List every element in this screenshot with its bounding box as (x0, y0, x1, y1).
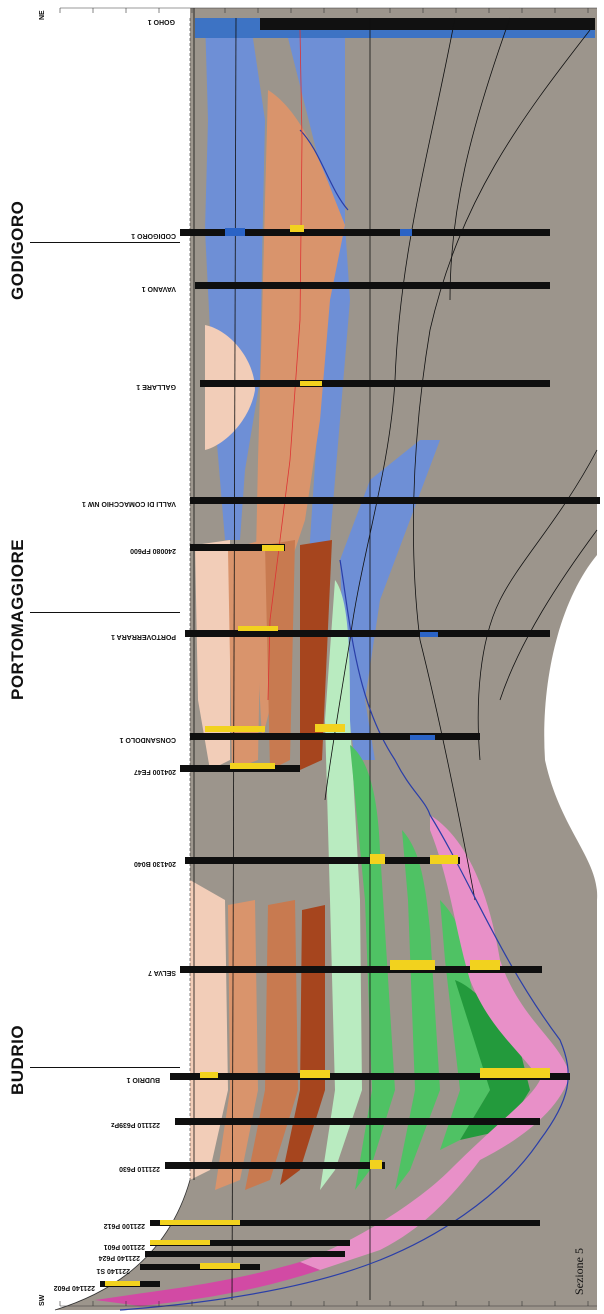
well-label: 204100 FE47 (134, 768, 176, 775)
ne-label: NE (39, 10, 46, 20)
sw-label: SW (39, 1294, 46, 1306)
budrio-marker-line (30, 1067, 180, 1068)
section-title: Sezione 5 (572, 1248, 587, 1295)
top-log-band-dark (260, 18, 595, 30)
well-label: 204130 B040 (134, 860, 176, 867)
well-log (185, 630, 550, 637)
well-label: GOHO 1 (148, 18, 175, 25)
well-label: CONSANDOLO 1 (120, 736, 177, 743)
well-label: BUDRIO 1 (126, 1076, 160, 1083)
well-label: VALLI DI COMACCHIO NW 1 (82, 500, 176, 507)
well-log (200, 380, 550, 387)
well-label: SELVA 7 (148, 969, 176, 976)
location-label-portomaggiore: PORTOMAGGIORE (8, 539, 28, 700)
well-log (185, 857, 460, 864)
well-label: VAVANO 1 (142, 285, 176, 292)
well-log (190, 497, 600, 504)
well-label: GALLARE 1 (136, 383, 176, 390)
well-log (145, 1251, 345, 1257)
well-log (165, 1162, 385, 1169)
well-label: PORTOVERRARA 1 (111, 633, 176, 640)
godigoro-marker-line (30, 242, 180, 243)
well-log (190, 733, 480, 740)
well-log (175, 1118, 540, 1125)
well-label: 221100 P612 (104, 1222, 145, 1229)
portomaggiore-marker-line (30, 612, 180, 613)
location-label-budrio: BUDRIO (8, 1025, 28, 1095)
well-label: CODIGORO 1 (131, 232, 176, 239)
well-label: 221140 S1 (96, 1267, 130, 1274)
location-label-godigoro: GODIGORO (8, 201, 28, 300)
well-label: 221110 P639Pz (110, 1121, 160, 1128)
well-label: 221110 P630 (119, 1165, 160, 1172)
well-label: 221100 P601 (104, 1243, 145, 1250)
well-label: 221140 P624 (99, 1254, 140, 1261)
well-log (195, 282, 550, 289)
well-label: 221140 P602 (54, 1284, 95, 1291)
well-label: 240080 FP600 (130, 547, 176, 554)
